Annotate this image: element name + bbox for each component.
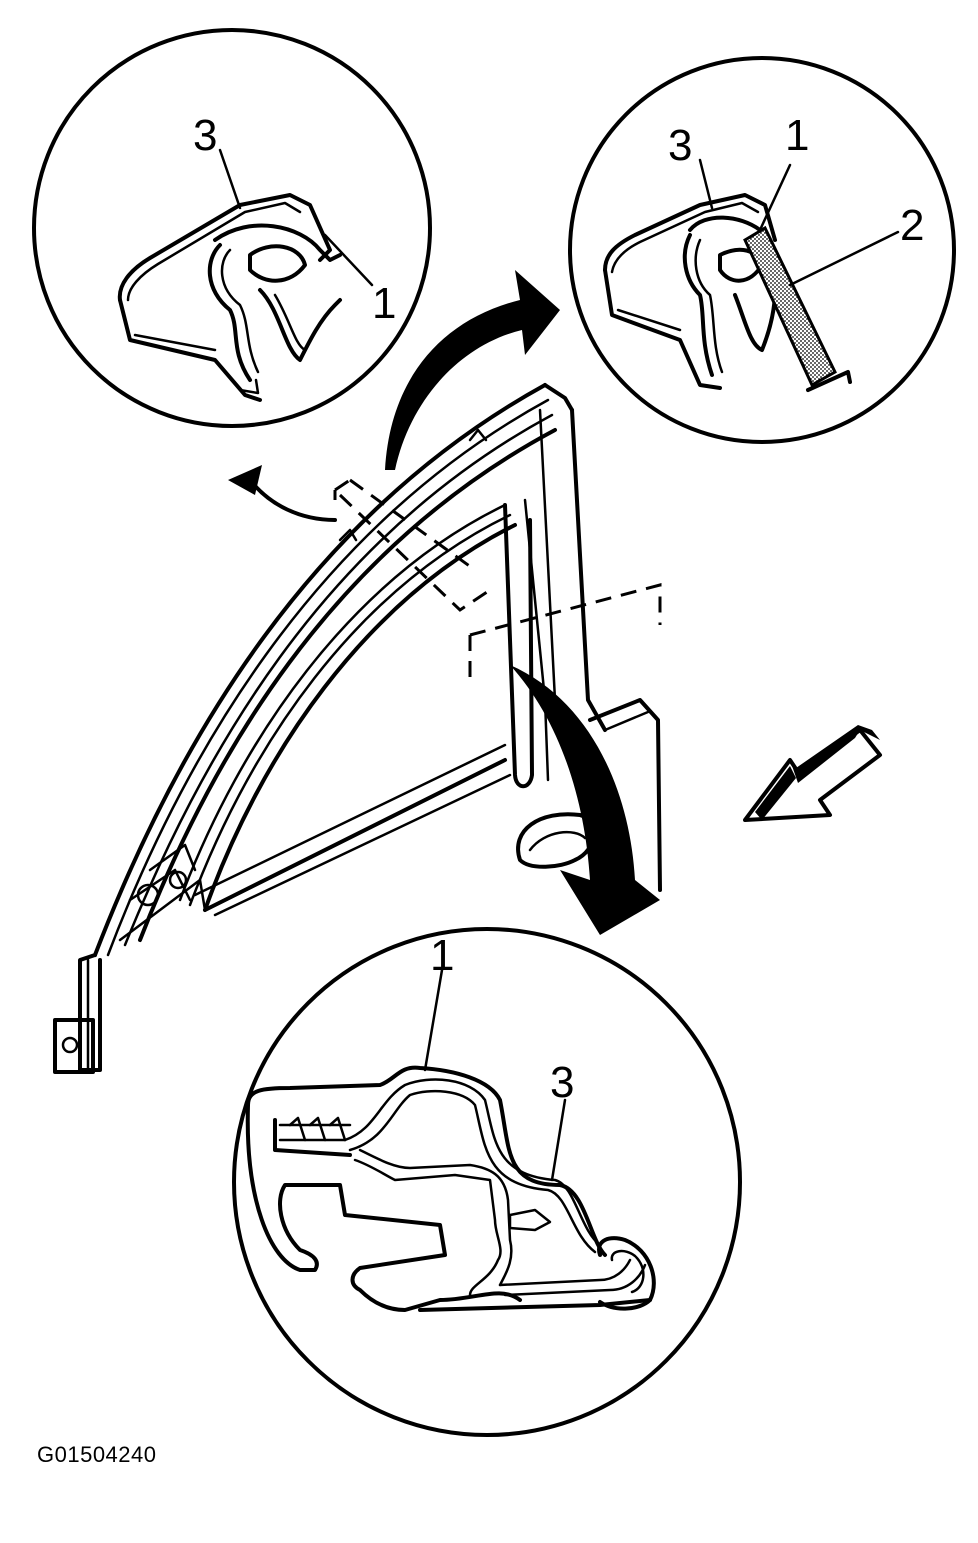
arrow-to-top-right-detail: [385, 270, 560, 470]
arrow-to-top-left-detail: [228, 465, 337, 522]
detail-circle-top-right: 3 1 2: [568, 56, 956, 444]
door-frame: [53, 383, 662, 1074]
view-direction-arrow: [743, 725, 882, 822]
callout-3-bottom: 3: [550, 1058, 574, 1107]
figure-id: G01504240: [37, 1442, 157, 1467]
detail-circle-bottom: 1 3: [232, 927, 742, 1437]
detail-circle-top-left: 3 1: [32, 28, 432, 428]
callout-3-top-right: 3: [668, 121, 692, 170]
callout-1-top-left: 1: [372, 279, 396, 328]
callout-3-top-left: 3: [193, 111, 217, 160]
arrow-to-bottom-detail: [510, 665, 660, 935]
callout-1-bottom: 1: [430, 931, 454, 980]
detail-region-markers: [333, 478, 662, 680]
callout-2-top-right: 2: [900, 201, 924, 250]
callout-1-top-right: 1: [785, 111, 809, 160]
